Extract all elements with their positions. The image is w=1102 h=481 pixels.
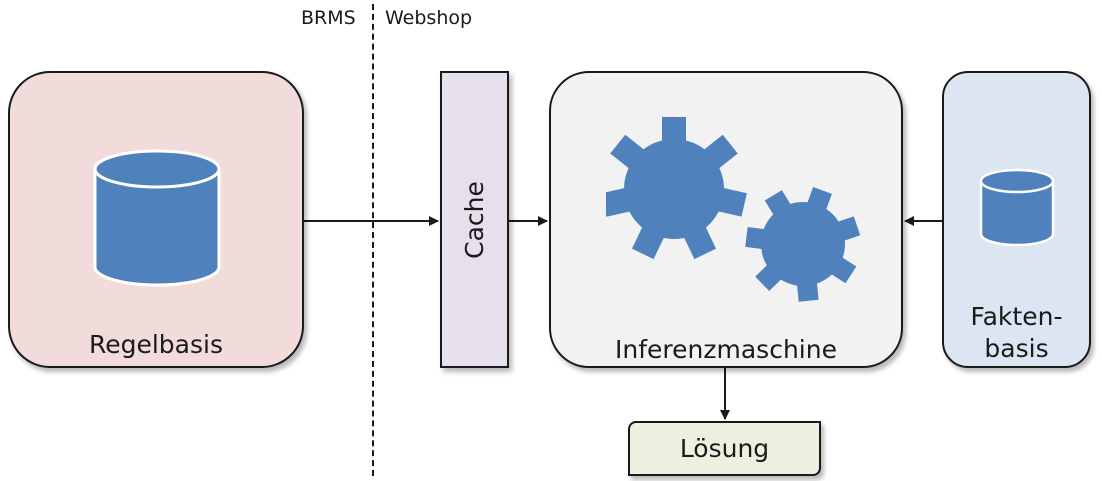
database-icon [93, 149, 221, 287]
brms-label: BRMS [301, 7, 356, 29]
inferenzmaschine-label: Inferenzmaschine [615, 335, 837, 364]
small-gear [745, 187, 861, 302]
regelbasis-label: Regelbasis [88, 330, 223, 359]
faktenbasis-label: Fakten- basis [944, 301, 1089, 365]
large-gear [606, 117, 747, 260]
cache-label: Cache [459, 180, 489, 259]
loesung-box: Lösung [628, 421, 821, 476]
faktenbasis-label-line1: Fakten- [970, 302, 1063, 331]
database-icon [979, 168, 1055, 247]
faktenbasis-label-line2: basis [984, 334, 1049, 363]
regelbasis-box: Regelbasis [8, 71, 304, 368]
inferenzmaschine-box: Inferenzmaschine [549, 71, 903, 368]
cache-box: Cache [440, 71, 509, 368]
faktenbasis-box: Fakten- basis [942, 71, 1091, 368]
loesung-label: Lösung [679, 434, 770, 463]
gears-icon [606, 117, 861, 302]
webshop-label: Webshop [385, 7, 473, 29]
brms-webshop-separator [372, 4, 374, 476]
